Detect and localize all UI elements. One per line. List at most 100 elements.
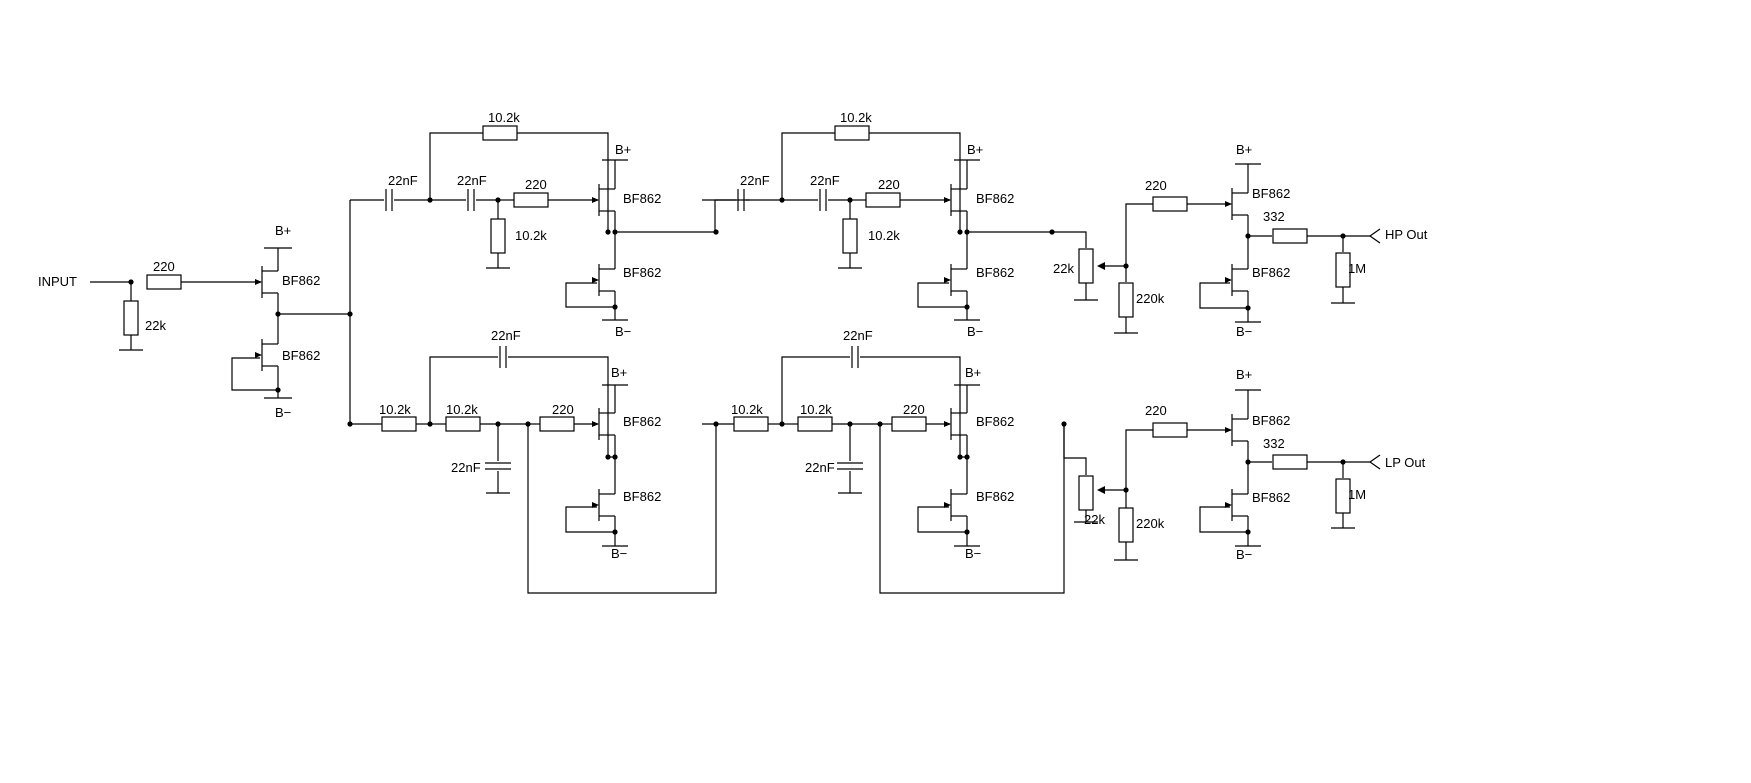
resistor-18 <box>797 416 833 432</box>
jfet-5 <box>944 184 967 216</box>
resistor-10 <box>1118 282 1134 318</box>
junction-dot-13 <box>957 229 963 235</box>
junction-dot-20 <box>495 421 501 427</box>
resistor-8 <box>834 125 870 141</box>
jfet-3 <box>592 184 615 216</box>
jfet-4 <box>592 264 615 296</box>
wire-115 <box>879 424 1065 594</box>
wire-53 <box>917 282 967 308</box>
lp2-qa-label: BF862 <box>976 414 1014 429</box>
junction-dot-19 <box>427 421 433 427</box>
wire-24 <box>517 132 609 232</box>
hp2-r-label: 220 <box>878 177 900 192</box>
hp-bp: B+ <box>1236 142 1252 157</box>
hp-qa-label: BF862 <box>1252 186 1290 201</box>
resistor-1 <box>146 274 182 290</box>
capacitor-4 <box>819 189 827 211</box>
hp2-rg-label: 10.2k <box>868 228 900 243</box>
resistor-6 <box>865 192 901 208</box>
resistor-3 <box>513 192 549 208</box>
capacitor-3 <box>737 189 745 211</box>
resistor-19 <box>891 416 927 432</box>
lp-pot-label: 22k <box>1084 512 1105 527</box>
lp2-c-fb-label: 22nF <box>843 328 873 343</box>
junction-dot-14 <box>964 304 970 310</box>
junction-dot-15 <box>1123 263 1129 269</box>
lp-qb-label: BF862 <box>1252 490 1290 505</box>
lp-out-label: LP Out <box>1385 455 1426 470</box>
resistor-22 <box>1152 422 1188 438</box>
junction-dot-3 <box>347 311 353 317</box>
jfet-1 <box>255 266 278 298</box>
resistor-21 <box>1118 507 1134 543</box>
wire-33 <box>565 282 615 308</box>
jfet-gate-arrow <box>592 421 599 427</box>
lp-r220-label: 220 <box>1145 403 1167 418</box>
hp2-bm: B− <box>967 324 983 339</box>
hp-pot-label: 22k <box>1053 261 1074 276</box>
wire-135 <box>1199 506 1248 533</box>
r-22k-in-label: 22k <box>145 318 166 333</box>
junction-dot-12 <box>964 229 970 235</box>
wire-121 <box>1125 429 1153 490</box>
junction-dot-27 <box>877 421 883 427</box>
hp1-qb-label: BF862 <box>623 265 661 280</box>
hp1-bm: B− <box>615 324 631 339</box>
resistor-14 <box>381 416 417 432</box>
junction-dot-30 <box>964 529 970 535</box>
jfet-gate-arrow <box>1225 427 1232 433</box>
capacitor-1 <box>385 189 393 211</box>
hp2-c1-label: 22nF <box>740 173 770 188</box>
hp1-c2-label: 22nF <box>457 173 487 188</box>
hp-out-connector <box>1368 228 1381 244</box>
junction-dot-37 <box>1049 229 1055 235</box>
jfet-gate-arrow <box>1225 201 1232 207</box>
lp-r1m-label: 1M <box>1348 487 1366 502</box>
lp1-bm: B− <box>611 546 627 561</box>
lp2-bp: B+ <box>965 365 981 380</box>
wire-34 <box>697 199 750 233</box>
junction-dot-18 <box>1245 305 1251 311</box>
resistor-12 <box>1272 228 1308 244</box>
wire-44 <box>869 132 961 232</box>
b-minus-1: B− <box>275 405 291 420</box>
hp1-rg-label: 10.2k <box>515 228 547 243</box>
lp2-r1-label: 10.2k <box>731 402 763 417</box>
jfet-13 <box>1225 414 1248 446</box>
jfet-12 <box>944 489 967 521</box>
resistor-9 <box>1078 248 1094 284</box>
hp1-rfb-label: 10.2k <box>488 110 520 125</box>
wire-105 <box>860 356 961 457</box>
junction-dot-11 <box>847 197 853 203</box>
jfet-gate-arrow <box>944 502 951 508</box>
q1-label: BF862 <box>282 273 320 288</box>
wire-54 <box>1052 231 1087 248</box>
jfet-11 <box>944 408 967 440</box>
wire-94 <box>527 424 717 594</box>
hp1-c1-label: 22nF <box>388 173 418 188</box>
resistor-23 <box>1272 454 1308 470</box>
junction-dot-29 <box>957 454 963 460</box>
junction-dot-31 <box>1123 487 1129 493</box>
resistor-17 <box>733 416 769 432</box>
wire-59 <box>1125 203 1153 266</box>
labels: INPUT HP Out LP Out 220 22k BF862 BF862 … <box>38 110 1428 562</box>
capacitor-8 <box>851 346 859 368</box>
hp1-r-label: 220 <box>525 177 547 192</box>
capacitor-6 <box>499 346 507 368</box>
jfet-gate-arrow <box>944 421 951 427</box>
resistor-7 <box>842 218 858 254</box>
wire-23 <box>429 132 483 200</box>
junction-dot-38 <box>713 421 719 427</box>
junction-dot-39 <box>1061 421 1067 427</box>
junction-dot-7 <box>612 229 618 235</box>
hp2-qa-label: BF862 <box>976 191 1014 206</box>
jfet-gate-arrow <box>944 197 951 203</box>
jfet-gate-arrow <box>592 277 599 283</box>
lp1-r2-label: 10.2k <box>446 402 478 417</box>
pot-wiper-arrow <box>1097 486 1105 494</box>
lp-r332-label: 332 <box>1263 436 1285 451</box>
junction-dot-24 <box>612 529 618 535</box>
b-plus-1: B+ <box>275 223 291 238</box>
